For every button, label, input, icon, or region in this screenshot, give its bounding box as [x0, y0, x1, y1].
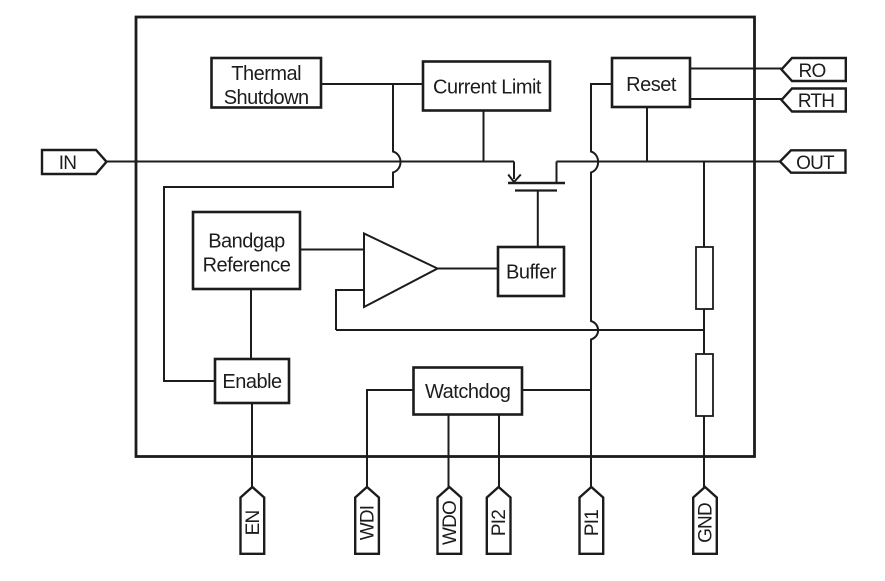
- svg-text:RTH: RTH: [798, 91, 834, 112]
- svg-text:RO: RO: [799, 61, 826, 82]
- svg-text:OUT: OUT: [796, 153, 835, 174]
- svg-text:Shutdown: Shutdown: [224, 87, 309, 109]
- svg-text:Buffer: Buffer: [506, 262, 557, 284]
- svg-text:Bandgap: Bandgap: [208, 231, 285, 253]
- svg-text:WDO: WDO: [440, 501, 461, 545]
- svg-text:IN: IN: [59, 153, 76, 174]
- svg-text:Enable: Enable: [222, 371, 282, 393]
- svg-text:EN: EN: [243, 511, 264, 536]
- svg-text:WDI: WDI: [358, 506, 379, 541]
- svg-text:Current Limit: Current Limit: [433, 77, 542, 99]
- svg-text:Reset: Reset: [626, 74, 677, 96]
- svg-text:PI1: PI1: [582, 510, 603, 536]
- svg-text:PI2: PI2: [489, 510, 510, 536]
- svg-text:Watchdog: Watchdog: [425, 381, 510, 403]
- svg-text:GND: GND: [696, 503, 717, 543]
- svg-text:Thermal: Thermal: [231, 63, 301, 85]
- svg-text:Reference: Reference: [203, 255, 291, 277]
